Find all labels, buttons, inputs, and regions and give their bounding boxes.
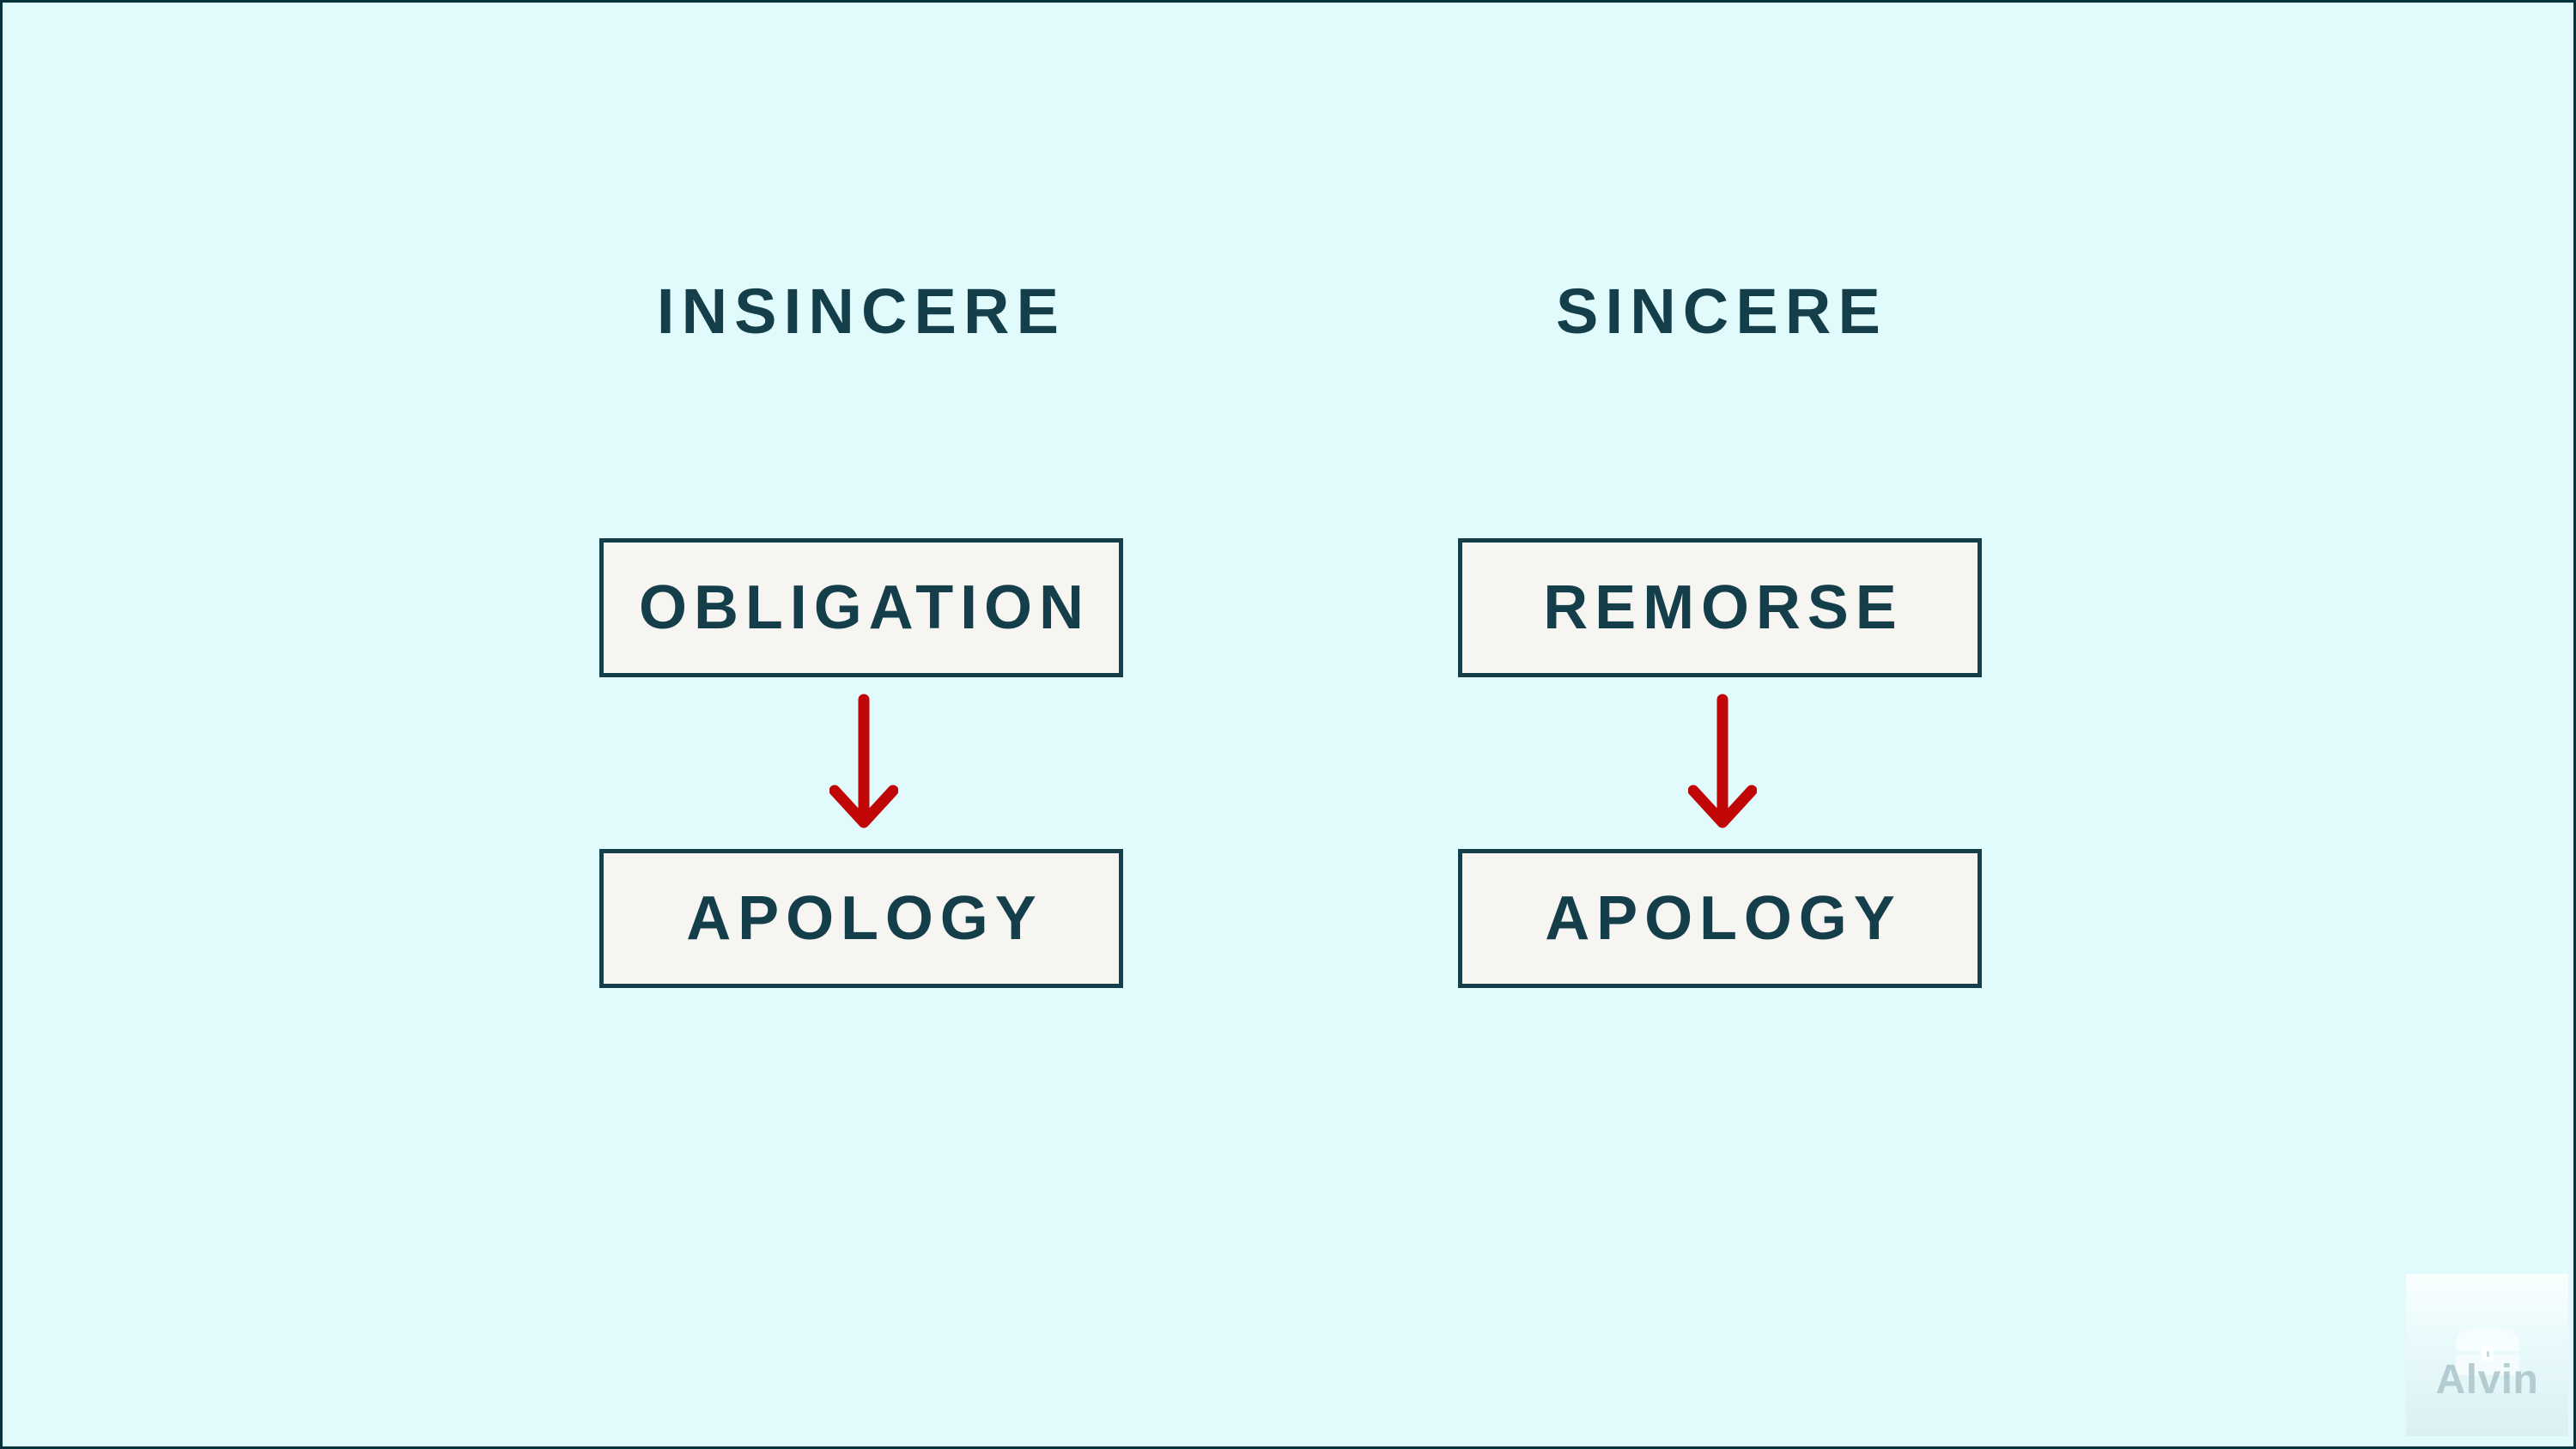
down-arrow-icon [829, 694, 898, 828]
column-heading-insincere: INSINCERE [656, 276, 1066, 347]
flow-box-apology-right: APOLOGY [1458, 849, 1982, 988]
flow-box-obligation: OBLIGATION [599, 538, 1123, 677]
treasure-chest-icon [2456, 1329, 2519, 1375]
watermark-badge: Alvin [2406, 1274, 2568, 1436]
chest-keyhole [2487, 1351, 2489, 1357]
down-arrow-icon [1688, 694, 1757, 828]
watermark-label: Alvin [2435, 1357, 2539, 1403]
flow-box-apology-left: APOLOGY [599, 849, 1123, 988]
column-heading-sincere: SINCERE [1556, 276, 1887, 347]
flow-box-remorse: REMORSE [1458, 538, 1982, 677]
